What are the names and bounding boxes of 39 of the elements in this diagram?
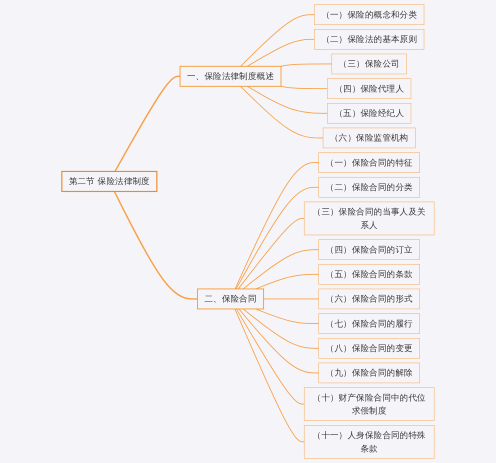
connector bbox=[238, 308, 320, 374]
node-box: （四）保险代理人 bbox=[327, 78, 412, 99]
node-box: （三）保险合同的当事人及关系人 bbox=[304, 202, 434, 236]
node-box: （七）保险合同的履行 bbox=[318, 313, 420, 334]
node-box: 一、保险法律制度概述 bbox=[180, 66, 282, 87]
connector bbox=[240, 86, 324, 138]
connector bbox=[240, 14, 315, 67]
connector bbox=[114, 191, 198, 300]
connector bbox=[280, 64, 332, 67]
connector bbox=[242, 249, 320, 290]
node-box: 第二节 保险法律制度 bbox=[61, 170, 158, 192]
node-box: 二、保险合同 bbox=[197, 288, 264, 310]
node-box: （一）保险合同的特征 bbox=[318, 152, 420, 173]
connector bbox=[280, 86, 328, 90]
node-box: （一）保险的概念和分类 bbox=[314, 4, 424, 25]
connector bbox=[236, 308, 305, 405]
connector bbox=[234, 162, 320, 290]
connector bbox=[236, 186, 320, 290]
connector bbox=[234, 308, 305, 442]
node-box: （六）保险合同的形式 bbox=[318, 288, 420, 310]
node-box: （十一）人身保险合同的特殊条款 bbox=[304, 425, 434, 459]
connector bbox=[263, 298, 320, 300]
connector bbox=[255, 308, 320, 324]
node-box: （九）保险合同的解除 bbox=[318, 362, 420, 384]
node-box: （六）保险监管机构 bbox=[322, 128, 416, 148]
node-box: （八）保险合同的变更 bbox=[318, 338, 420, 359]
connector bbox=[114, 76, 180, 172]
node-box: （十）财产保险合同中的代位求偿制度 bbox=[304, 387, 434, 421]
connector bbox=[242, 308, 320, 349]
connector bbox=[255, 274, 320, 290]
node-box: （五）保险经纪人 bbox=[327, 102, 412, 124]
connector bbox=[246, 86, 328, 114]
node-box: （二）保险合同的分类 bbox=[318, 176, 420, 198]
node-box: （三）保险公司 bbox=[331, 54, 407, 74]
node-box: （五）保险合同的条款 bbox=[318, 264, 420, 285]
connector bbox=[238, 218, 305, 290]
node-box: （四）保险合同的订立 bbox=[318, 239, 420, 260]
connector bbox=[246, 38, 315, 67]
node-box: （二）保险法的基本原则 bbox=[314, 29, 424, 50]
